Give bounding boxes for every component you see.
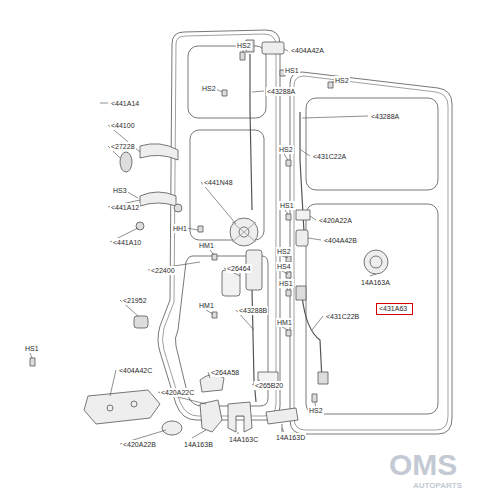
callout-number: <264A58: [210, 368, 240, 377]
callout-number: <431A63: [377, 304, 412, 313]
callout-number: 14A163C: [228, 435, 259, 444]
clip-441A10: [136, 222, 144, 230]
bumper-21952: [134, 316, 148, 328]
callout-number: <431C22B: [325, 312, 360, 321]
callout-number: <404A42A: [290, 46, 325, 55]
highlighted-callout: <431A63: [376, 303, 413, 315]
callout-number: HS2: [201, 84, 217, 93]
part-420A22C: [200, 400, 222, 432]
watermark: OMS: [388, 448, 458, 481]
latch-404A42B: [296, 230, 308, 246]
callout-number: HM1: [276, 318, 293, 327]
callout-number: <441N48: [203, 178, 234, 187]
handle-44100: [140, 144, 178, 160]
callout-number: HS2: [276, 247, 292, 256]
callout-number: HM1: [198, 301, 215, 310]
top-latch: [262, 42, 284, 54]
callout-number: <22400: [150, 266, 176, 275]
left-door-outline: [158, 30, 280, 420]
callout-number: HM1: [198, 241, 215, 250]
rod-43288A: [250, 54, 252, 210]
callout-number: <441A14: [110, 99, 140, 108]
callout-number: <404A42C: [118, 366, 153, 375]
left-window: [188, 46, 266, 118]
part-14A163C: [228, 402, 252, 432]
callout-number: HS2: [308, 406, 324, 415]
callout-number: HS2: [236, 41, 252, 50]
callout-number: HS2: [278, 145, 294, 154]
callout-number: <43288A: [370, 112, 400, 121]
callout-number: <43288A: [266, 87, 296, 96]
callout-number: <431C22A: [312, 152, 347, 161]
callout-number: <404A42B: [323, 236, 358, 245]
callout-number: <27228: [110, 142, 136, 151]
callout-number: <441A10: [112, 238, 142, 247]
pad-27228: [120, 152, 132, 172]
callout-number: HH1: [172, 224, 188, 233]
callout-number: HS1: [284, 66, 300, 75]
callout-number: 14A163A: [360, 278, 391, 287]
callout-number: <441A12: [110, 203, 140, 212]
callout-number: HS1: [24, 344, 40, 353]
handle-441A12: [140, 192, 176, 206]
watermark: AUTOPARTS: [412, 482, 463, 491]
right-low-panel: [306, 204, 438, 414]
callout-number: HS1: [279, 201, 295, 210]
part-420A22B: [162, 421, 182, 435]
callout-number: HS4: [276, 262, 292, 271]
callout-number: HS1: [278, 279, 294, 288]
callout-number: 14A163B: [183, 440, 214, 449]
callout-number: <420A22B: [122, 440, 157, 449]
callout-number: <21952: [122, 296, 148, 305]
callout-number: 14A163D: [275, 433, 306, 442]
callout-number: <26464: [226, 264, 252, 273]
callout-number: <43288B: [238, 306, 268, 315]
leader-lines: [30, 49, 376, 444]
callout-number: <44100: [110, 121, 136, 130]
lock-cylinder-14A163A: [364, 250, 388, 274]
callout-number: <420A22A: [318, 216, 353, 225]
part-264A58: [200, 374, 224, 392]
callout-number: HS3: [112, 186, 128, 195]
rod-431C22B: [302, 296, 322, 380]
callout-number: <265B20: [254, 381, 284, 390]
right-door-outline: [290, 72, 452, 434]
bracket-404A42C: [84, 390, 160, 424]
right-window: [306, 98, 438, 190]
bracket-420A22A: [296, 210, 310, 220]
callout-number: HS2: [334, 76, 350, 85]
callout-number: <420A22C: [160, 388, 195, 397]
